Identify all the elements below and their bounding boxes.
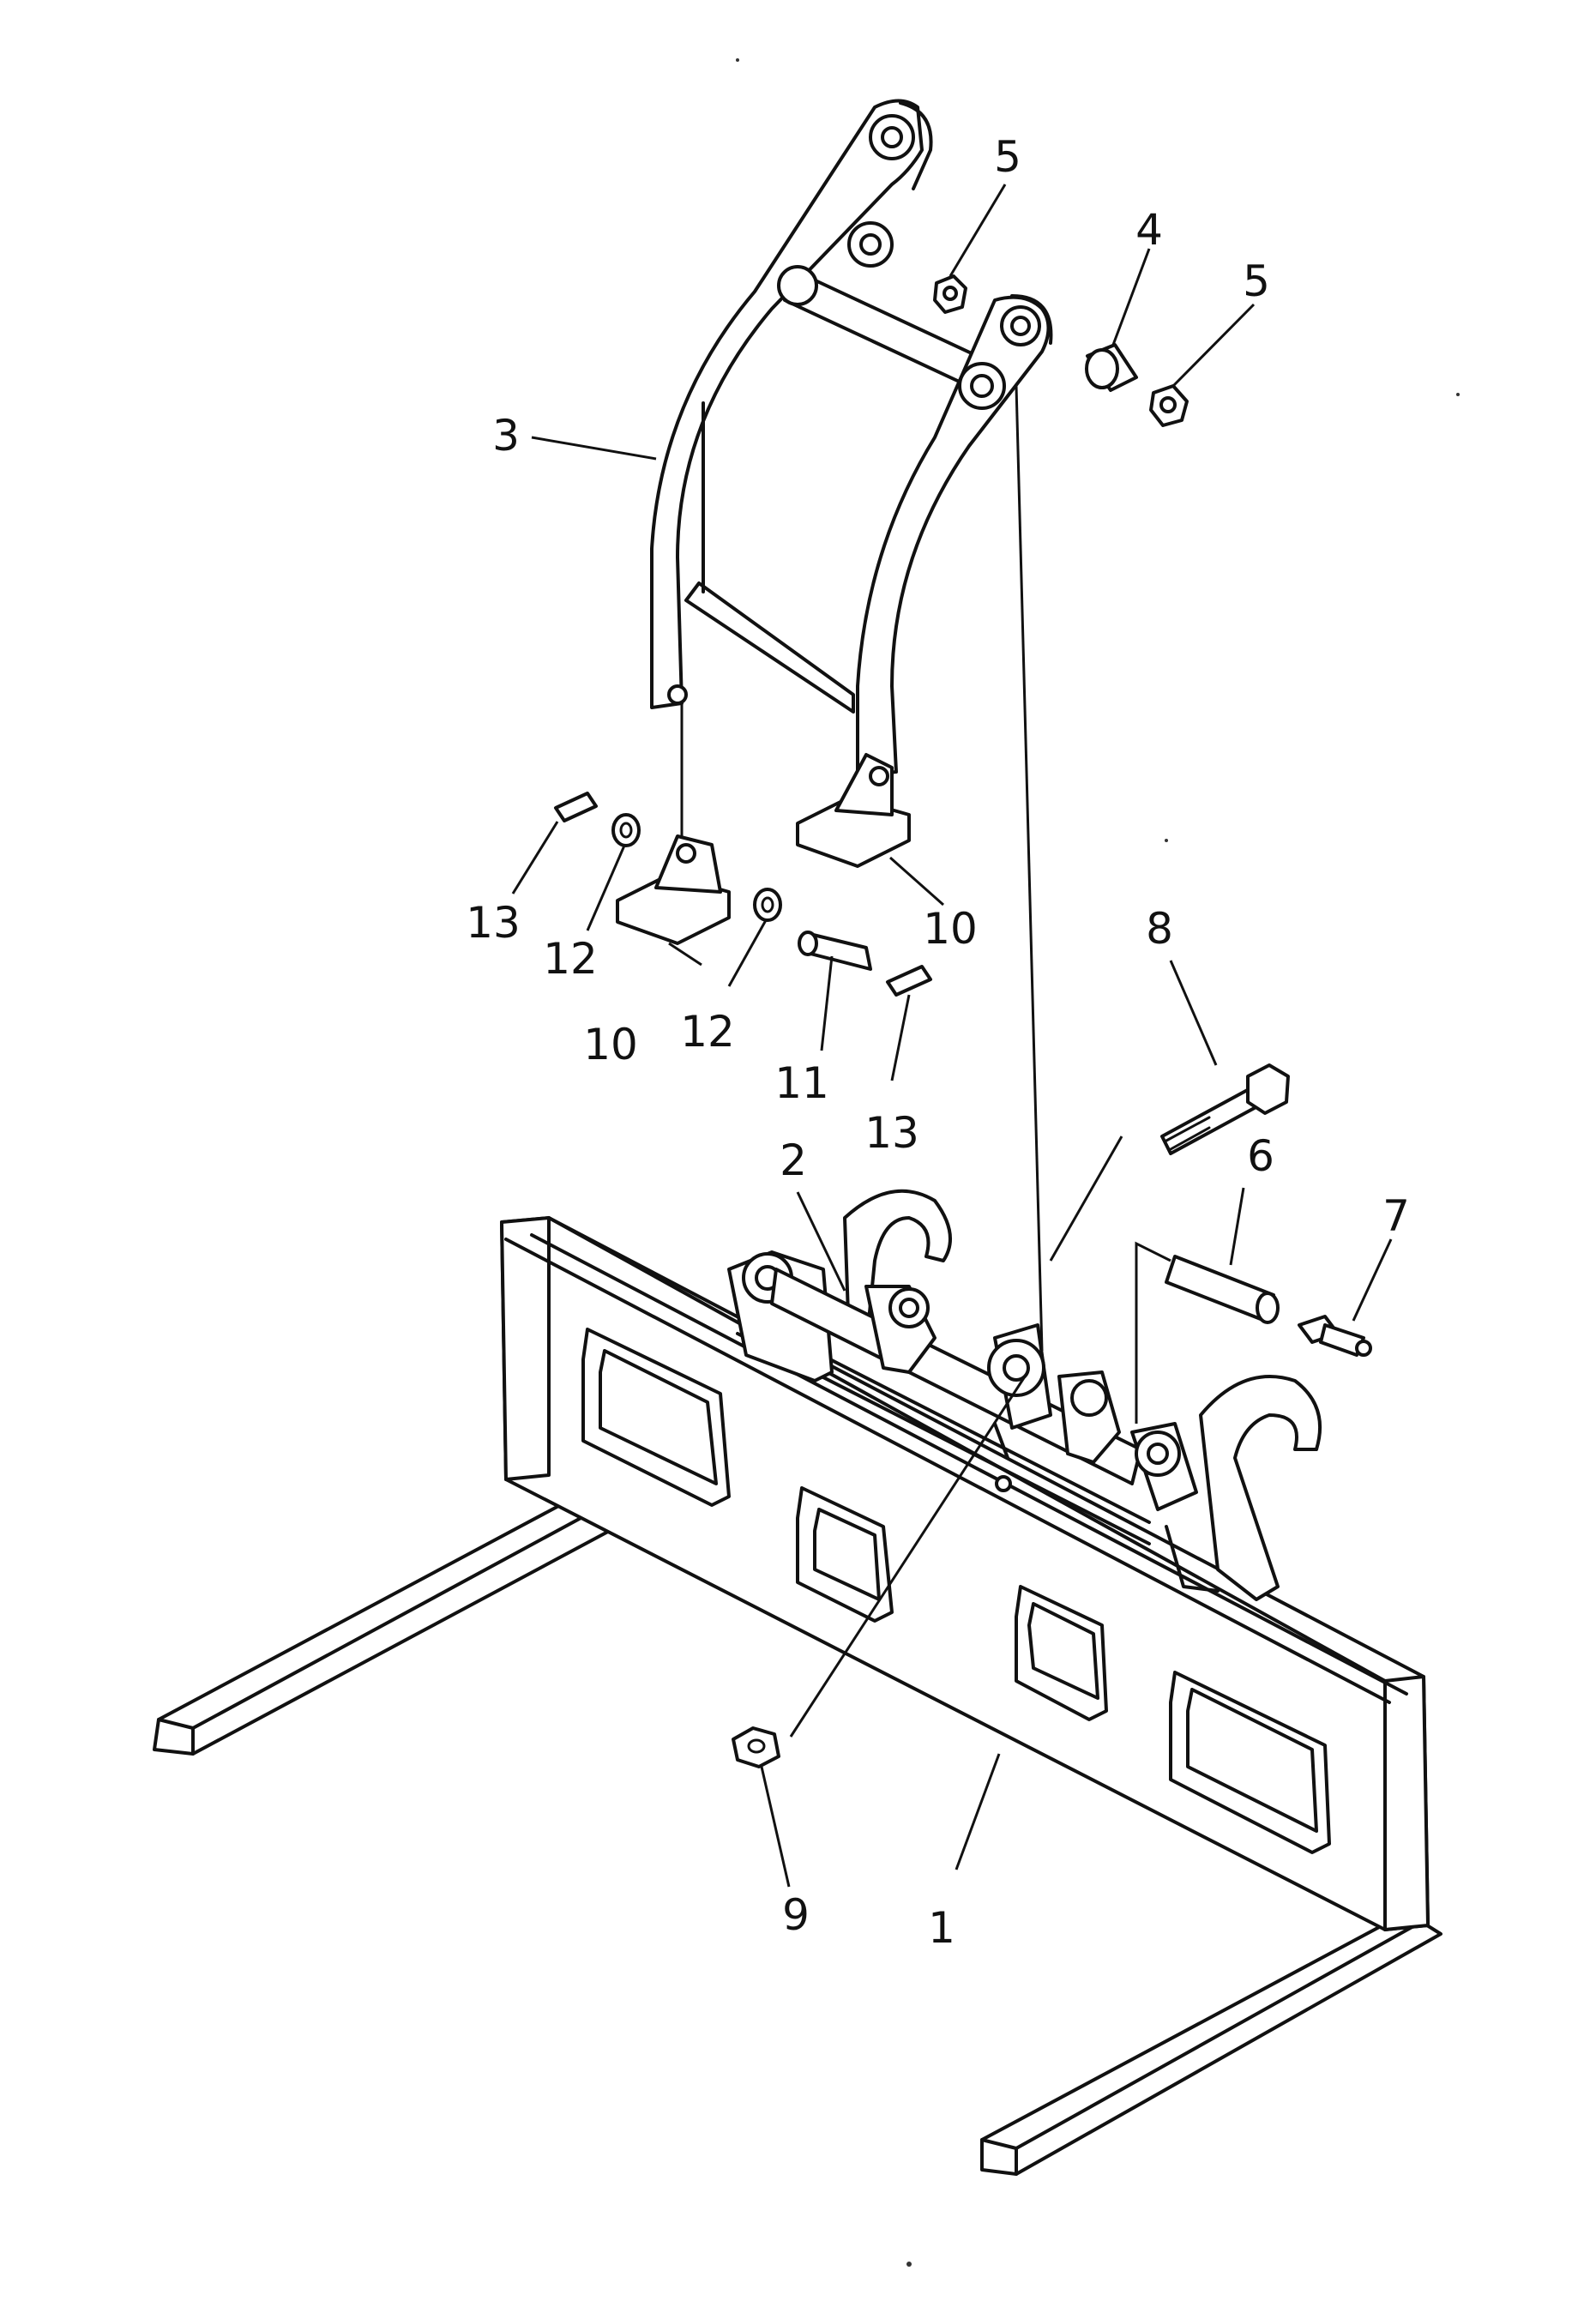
- callout-11: 11: [774, 1058, 829, 1108]
- washer-12-right: [753, 888, 782, 922]
- callout-10-left: 10: [583, 1020, 638, 1069]
- upper-arm-frame: [650, 99, 1053, 1352]
- leader-lines: [511, 184, 1393, 1888]
- pin-hook-assembly: [727, 1189, 1322, 1601]
- callout-6: 6: [1247, 1131, 1274, 1181]
- callout-13-left: 13: [466, 898, 521, 948]
- fork-frame: [153, 1216, 1442, 2176]
- callout-2: 2: [780, 1135, 807, 1185]
- callout-9: 9: [782, 1890, 810, 1940]
- callout-5-right: 5: [1243, 256, 1270, 306]
- roll-pin-13-left: [554, 792, 598, 822]
- scan-noise: [736, 58, 1460, 2267]
- mount-bracket-left: [616, 703, 731, 945]
- grease-fitting-7: [1298, 1315, 1372, 1357]
- callout-4: 4: [1135, 205, 1163, 255]
- callout-labels: 1 2 3 4 5 5 6 7 8 9 10 10 11 12 12 13 13: [466, 132, 1410, 1953]
- nut-5-upper: [933, 274, 967, 314]
- pin-6: [1135, 1241, 1280, 1424]
- nut-9: [732, 1726, 780, 1768]
- mount-bracket-right: [796, 753, 911, 868]
- callout-3: 3: [492, 411, 520, 461]
- callout-7: 7: [1382, 1191, 1410, 1241]
- washer-12-left: [611, 813, 641, 847]
- nut-5-right: [1149, 384, 1189, 427]
- pin-11: [798, 931, 872, 971]
- callout-1: 1: [928, 1903, 955, 1953]
- bushing-4: [1085, 343, 1138, 392]
- callout-8: 8: [1146, 904, 1173, 954]
- callout-10-right: 10: [923, 904, 978, 954]
- roll-pin-13-right: [886, 965, 932, 997]
- bolt-8: [1160, 1063, 1290, 1155]
- callout-12-left: 12: [543, 934, 598, 984]
- callout-13-right: 13: [864, 1108, 919, 1158]
- callout-12-right: 12: [680, 1007, 735, 1057]
- callout-5-upper: 5: [994, 132, 1021, 182]
